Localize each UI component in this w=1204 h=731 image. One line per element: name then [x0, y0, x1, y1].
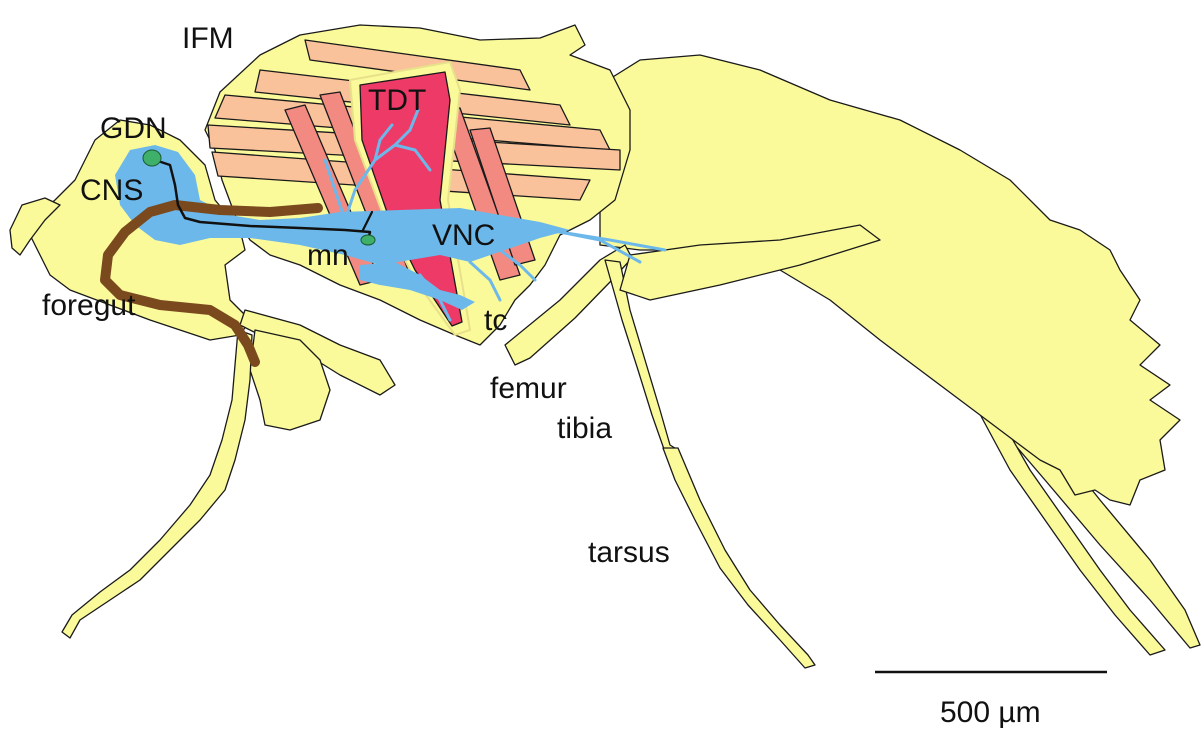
label-vnc: VNC	[432, 219, 495, 252]
scale-bar-label: 500 µm	[940, 696, 1041, 729]
label-mn: mn	[307, 239, 349, 272]
label-tdt: TDT	[368, 84, 426, 117]
label-femur: femur	[490, 372, 567, 405]
mn-soma	[361, 235, 375, 245]
label-ifm: IFM	[182, 22, 234, 55]
label-tarsus: tarsus	[588, 536, 670, 569]
tarsus-segment	[663, 448, 815, 668]
label-gdn: GDN	[100, 112, 167, 145]
label-cns: CNS	[80, 174, 143, 207]
front-leg	[62, 330, 252, 638]
label-foregut: foregut	[42, 289, 136, 322]
label-tc: tc	[484, 304, 507, 337]
gdn-soma	[143, 150, 161, 166]
label-tibia: tibia	[557, 412, 612, 445]
